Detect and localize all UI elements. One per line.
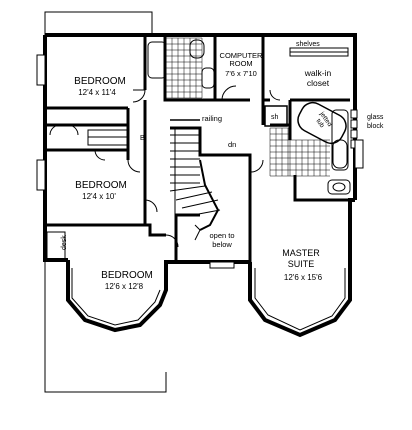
closet-shelves	[87, 47, 349, 146]
master-suite-size: 12'6 x 15'6	[284, 273, 323, 282]
bath-tile-floor	[165, 37, 330, 177]
bedroom-w-size: 12'4 x 10'	[82, 192, 116, 201]
bedroom-w-name: BEDROOM	[75, 180, 127, 191]
shower-label: sh	[271, 114, 279, 121]
desk	[46, 231, 66, 261]
computer-room-size: 7'6 x 7'10	[225, 69, 257, 78]
bedroom-nw-name: BEDROOM	[74, 76, 126, 87]
roof-overhang	[44, 11, 167, 393]
windows	[36, 54, 364, 269]
bedroom-nw-size: 12'4 x 11'4	[78, 88, 116, 97]
bay-window-se	[254, 268, 346, 331]
jetted-tub	[297, 101, 347, 145]
down-label: dn	[228, 140, 236, 149]
shelves-label: shelves	[296, 41, 320, 48]
railing-label: railing	[202, 114, 222, 123]
jetted-tub-label: jettedtub	[312, 110, 333, 132]
bedroom-sw-size: 12'6 x 12'8	[105, 282, 144, 291]
door-swings	[49, 85, 281, 248]
stairway	[169, 128, 221, 241]
bedroom-sw-name: BEDROOM	[101, 270, 153, 281]
shower-stall	[264, 105, 288, 127]
desk-label: desk	[61, 235, 68, 250]
b-label: B	[140, 135, 145, 142]
bay-window-sw	[71, 268, 161, 326]
